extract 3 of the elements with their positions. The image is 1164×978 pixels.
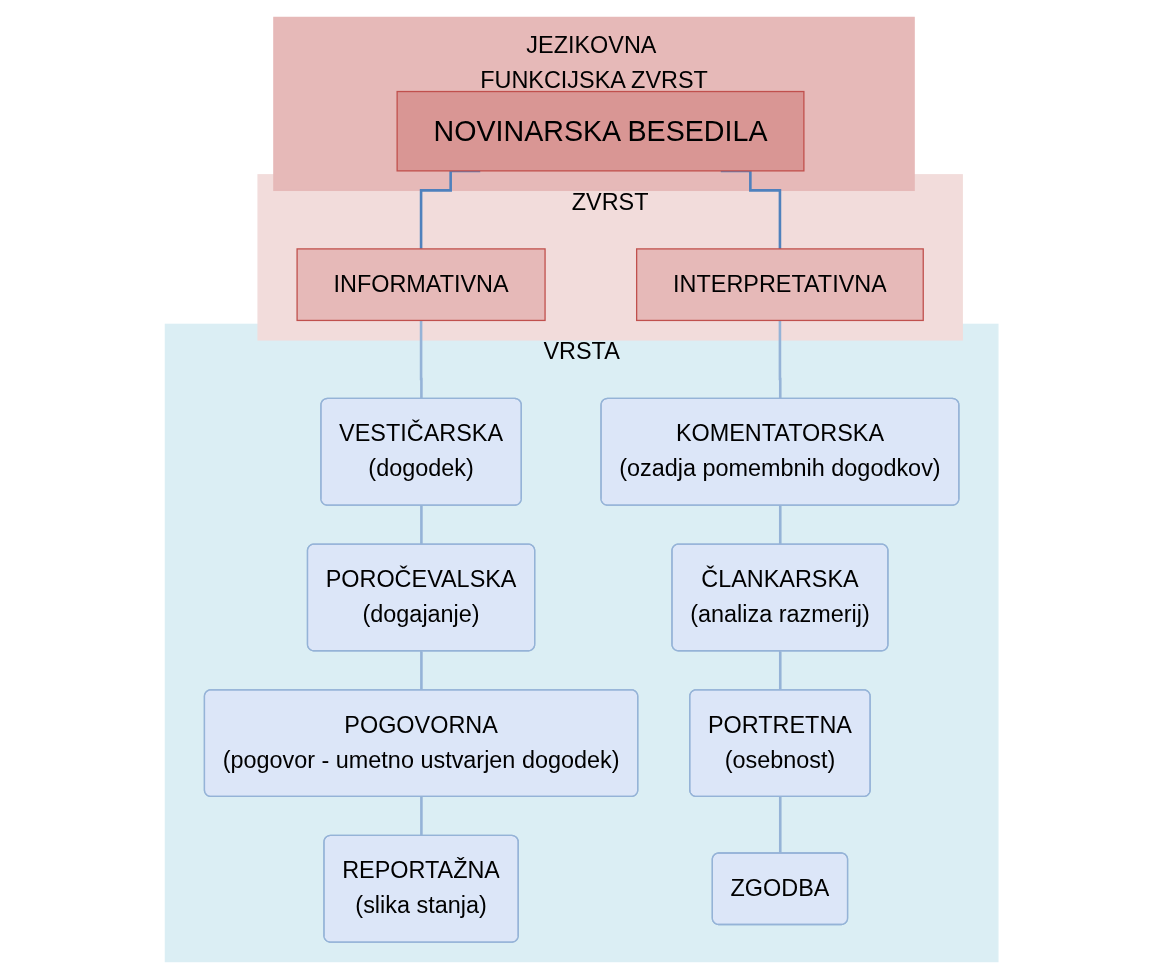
node-box: NOVINARSKA BESEDILA xyxy=(396,90,805,171)
node-box: INFORMATIVNA xyxy=(296,247,547,321)
node-box: INTERPRETATIVNA xyxy=(636,247,925,321)
